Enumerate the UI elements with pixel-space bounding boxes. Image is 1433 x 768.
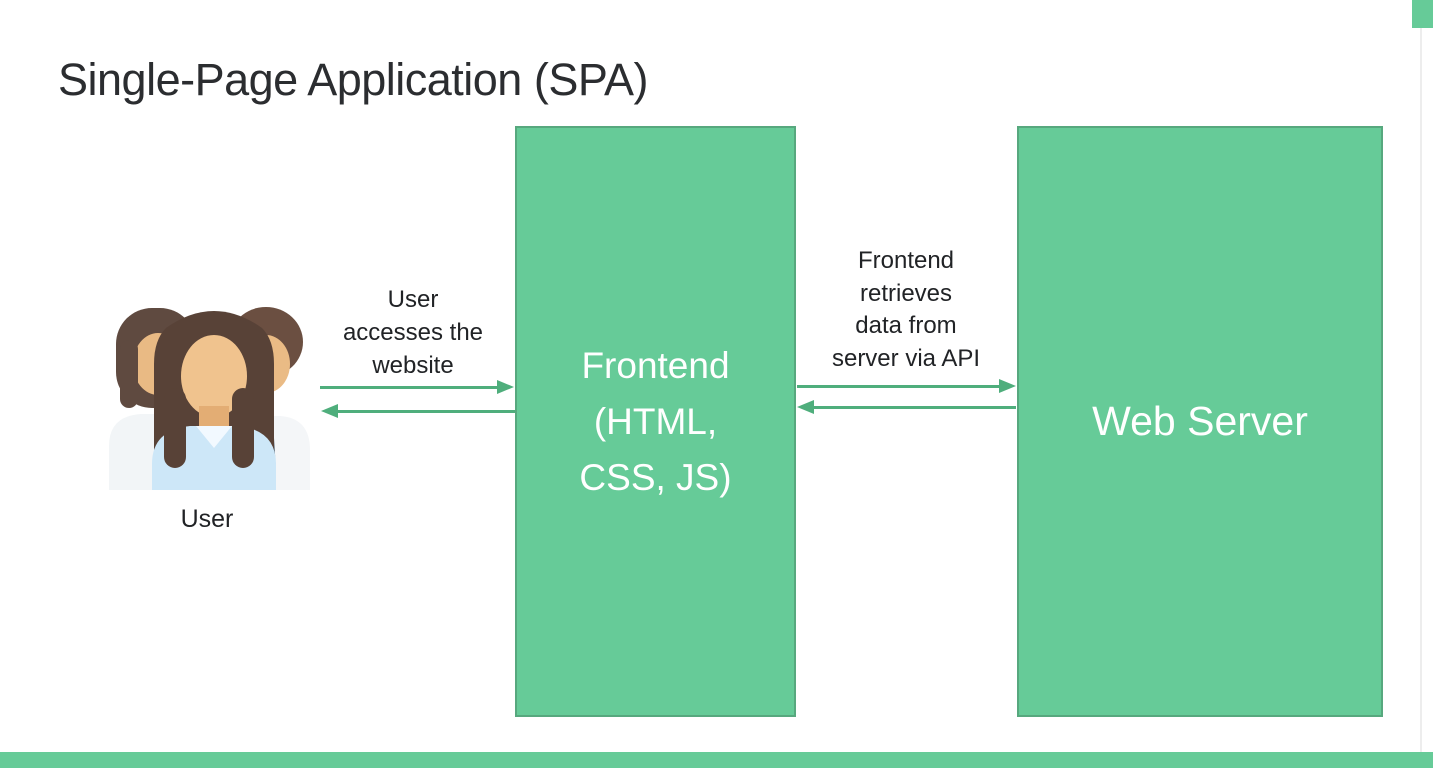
page-title: Single-Page Application (SPA): [58, 54, 649, 105]
web-server-box: Web Server: [1017, 126, 1383, 717]
arrow-head-left-icon: [797, 400, 814, 414]
arrow-shaft: [320, 386, 501, 389]
arrow-shaft: [334, 410, 515, 413]
arrow-head-right-icon: [497, 380, 514, 394]
arrow-frontend-to-server: [797, 379, 1016, 393]
arrow-shaft: [797, 385, 1003, 388]
arrow-head-right-icon: [999, 379, 1016, 393]
frontend-box-label: Frontend (HTML, CSS, JS): [579, 344, 732, 498]
arrow-user-to-frontend: [320, 380, 514, 394]
arrow-head-left-icon: [321, 404, 338, 418]
frontend-box: Frontend (HTML, CSS, JS): [515, 126, 796, 717]
frontend-server-flow-label: Frontend retrieves data from server via …: [831, 247, 981, 372]
right-edge-divider: [1420, 0, 1422, 768]
slide-corner-accent: [1412, 0, 1433, 28]
arrow-frontend-to-user: [321, 404, 515, 418]
web-server-box-label: Web Server: [1092, 398, 1308, 444]
users-group-icon: [109, 307, 310, 490]
arrow-shaft: [810, 406, 1016, 409]
user-label: User: [180, 505, 234, 533]
user-frontend-flow-label: User accesses the website: [342, 286, 484, 379]
arrow-server-to-frontend: [797, 400, 1016, 414]
slide-footer-accent-bar: [0, 752, 1433, 768]
